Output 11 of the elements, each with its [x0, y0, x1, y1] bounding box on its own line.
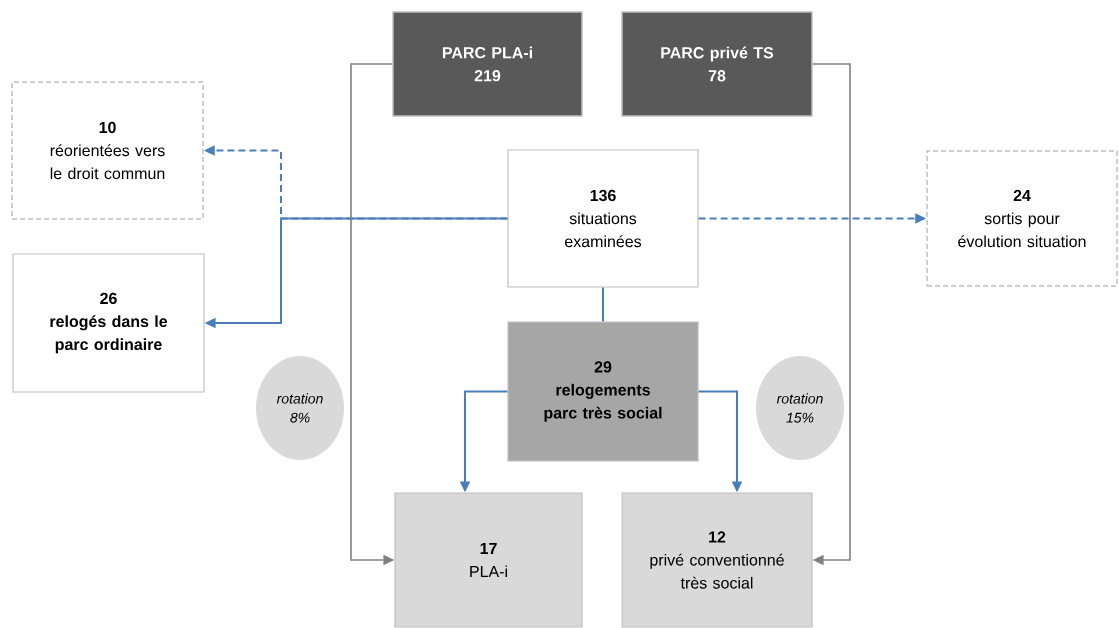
result-box: 17 PLA-i	[394, 492, 583, 628]
outcome-box: 24 sortis pour évolution situation	[926, 150, 1118, 287]
stock-box: PARC PLA-i 219	[392, 11, 583, 117]
arrow	[811, 63, 851, 566]
process-box: 26 relogés dans le parc ordinaire	[12, 253, 205, 393]
outcome-box: 10 réorientées vers le droit commun	[11, 81, 204, 220]
connector-line	[602, 286, 604, 323]
process-box: 29 relogements parc très social	[507, 321, 699, 462]
stock-box: PARC privé TS 78	[621, 11, 813, 117]
process-box: 136 situations examinées	[507, 149, 699, 288]
result-box: 12 privé conventionné très social	[621, 492, 813, 628]
